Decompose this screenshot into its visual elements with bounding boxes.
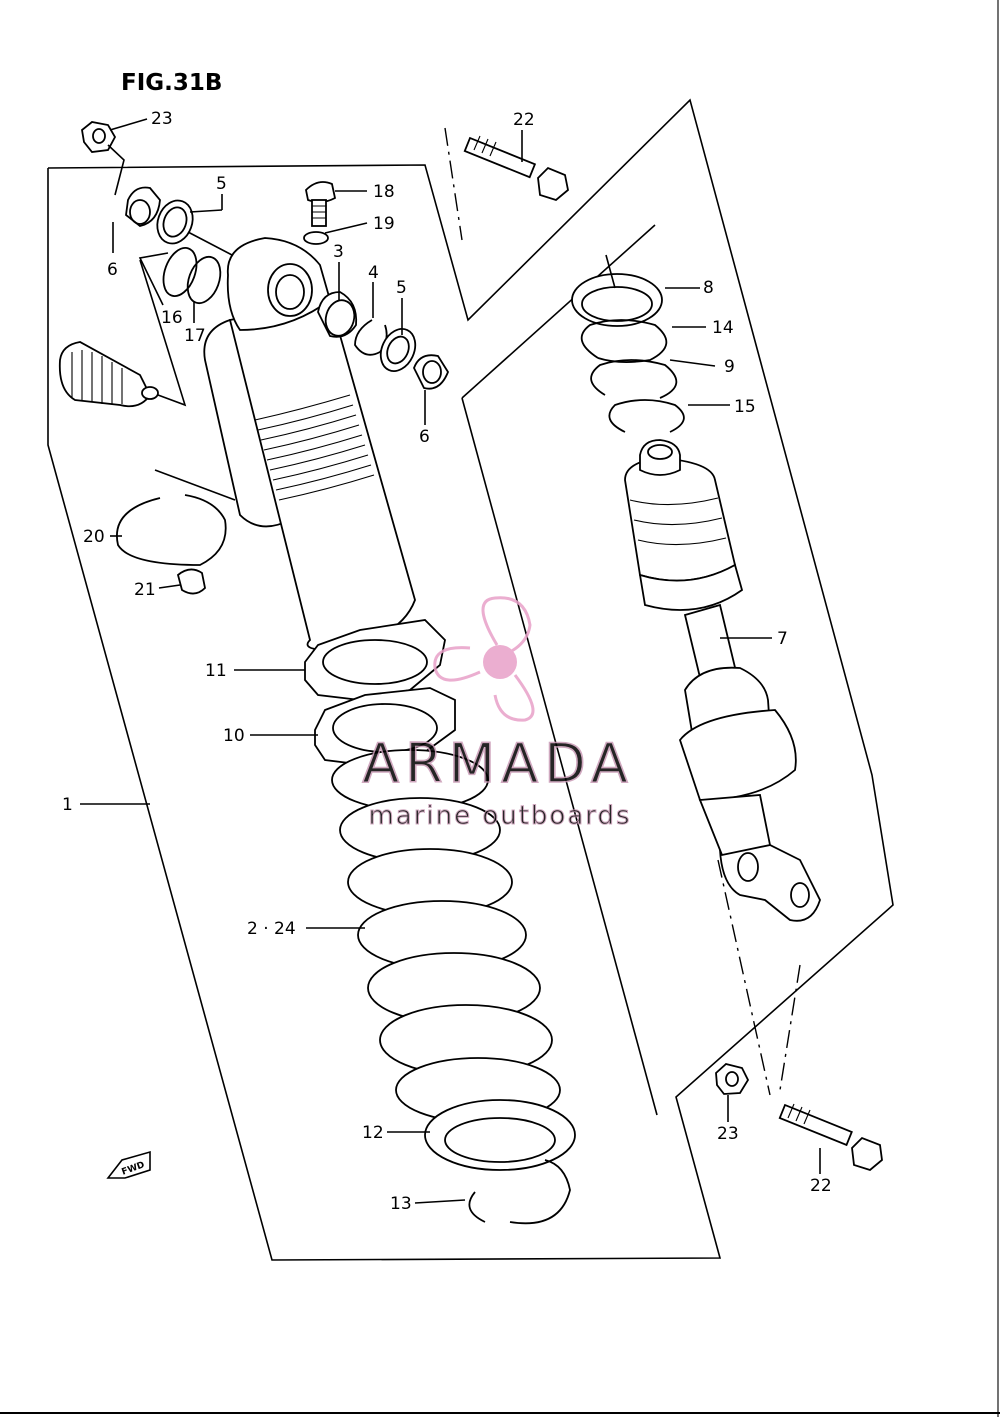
callout-10: 10 <box>223 726 245 746</box>
o-ring-16 <box>162 247 198 297</box>
axis-line-bottom-right <box>779 964 801 1091</box>
bushing-3 <box>317 291 358 338</box>
coil-spring <box>331 749 561 1123</box>
leader-20-top <box>154 469 236 501</box>
callout-22-top: 22 <box>513 110 535 130</box>
nut-23-bottom <box>715 1063 750 1095</box>
callout-2-24: 2 · 24 <box>247 919 296 939</box>
callout-7: 7 <box>777 629 788 649</box>
spring-seat-12 <box>424 1099 576 1171</box>
callout-5-right: 5 <box>396 278 407 298</box>
bolt-22-top <box>463 135 569 202</box>
fwd-direction-badge: FWD <box>106 1150 151 1179</box>
seal-5-right <box>379 328 417 372</box>
figure-title: FIG.31B <box>121 70 222 96</box>
leader-lines <box>80 118 821 1204</box>
cap-21 <box>176 568 206 595</box>
callout-12: 12 <box>362 1123 384 1143</box>
callout-19: 19 <box>373 214 395 234</box>
callout-9: 9 <box>724 357 735 377</box>
seal-5-top <box>156 199 194 245</box>
ring-8 <box>571 273 663 327</box>
watermark-tagline: marine outboards <box>368 801 631 831</box>
callout-23-bottom: 23 <box>717 1124 739 1144</box>
callout-18: 18 <box>373 182 395 202</box>
watermark: ARMADA marine outboards <box>361 596 634 832</box>
callout-23-top: 23 <box>151 109 173 129</box>
ring-15 <box>608 399 685 433</box>
reservoir-bladder <box>58 259 187 408</box>
callout-6-top: 6 <box>107 260 118 280</box>
callout-16: 16 <box>161 308 183 328</box>
callout-1: 1 <box>62 795 73 815</box>
callout-17: 17 <box>184 326 206 346</box>
bolt-18 <box>305 181 337 227</box>
propeller-logo <box>433 596 535 722</box>
callout-4: 4 <box>368 263 379 283</box>
callout-8: 8 <box>703 278 714 298</box>
callout-11: 11 <box>205 661 227 681</box>
collar-6-right <box>413 354 450 390</box>
washer-19 <box>303 231 329 245</box>
callout-13: 13 <box>390 1194 412 1214</box>
leader-5-top-link <box>187 231 233 256</box>
snap-ring-20 <box>116 494 227 566</box>
callout-labels: 1 2 · 24 3 4 5 5 6 6 7 8 9 10 11 12 13 1… <box>62 109 832 1214</box>
callout-22-bottom: 22 <box>810 1176 832 1196</box>
bolt-22-bottom <box>778 1103 883 1172</box>
nut-23-top <box>81 121 117 153</box>
callout-3: 3 <box>333 242 344 262</box>
axis-line-top <box>444 127 463 241</box>
o-ring-17 <box>186 255 222 305</box>
callout-21: 21 <box>134 580 156 600</box>
callout-15: 15 <box>734 397 756 417</box>
callout-6-right: 6 <box>419 427 430 447</box>
lock-nut-11 <box>304 619 446 701</box>
leader-23-to-collar <box>107 144 125 196</box>
damper-rod-7 <box>624 439 821 922</box>
assembly-outline-inner <box>461 224 656 399</box>
callout-14: 14 <box>712 318 734 338</box>
ring-9 <box>590 359 678 399</box>
watermark-brand: ARMADA <box>362 732 634 795</box>
shock-absorber-body <box>203 237 416 651</box>
stopper-14 <box>580 319 668 363</box>
callout-20: 20 <box>83 527 105 547</box>
axis-line-bottom-left <box>717 859 771 1096</box>
callout-5-top: 5 <box>216 174 227 194</box>
collar-6-top <box>125 186 161 227</box>
assembly-outline-inner-left <box>461 397 658 1116</box>
retainer-13 <box>468 1159 571 1225</box>
assembly-outline-main <box>47 98 894 1261</box>
